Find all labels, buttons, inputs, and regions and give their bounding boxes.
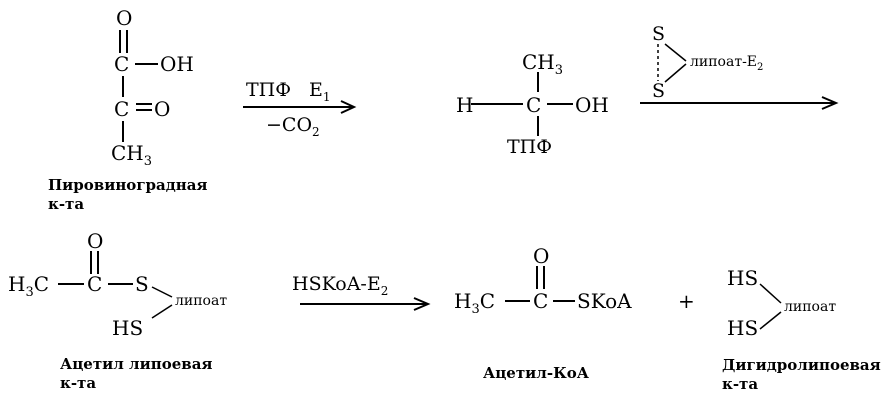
lipoate-sulfur-bottom: S [652,80,666,102]
acetyl-coa-skoa: SKoA [577,289,632,313]
plus-sign: + [678,289,695,313]
arrow-1-reagent-tpf: ТПФ [246,79,292,101]
lipoate-ring-upper-edge [664,43,687,62]
acetyl-coa-methyl: H3C [454,289,496,317]
intermediate-hydroxyl: OH [575,93,609,117]
pyruvate-oxygen: O [116,6,133,30]
intermediate-carbon: C [526,93,542,117]
intermediate-tpf: ТПФ [507,136,553,158]
pyruvate-caption-line-2: к-та [48,195,85,213]
lipoate-enzyme-label: липоат-E2 [690,54,764,73]
dihydrolipoic-lower-bond [759,311,782,330]
intermediate-hydrogen: H [456,93,474,117]
acetyl-lipoic-thiol: HS [112,316,144,340]
lipoate-sulfur-top: S [652,23,666,45]
arrow-1-minus-co2: −CO2 [266,114,320,139]
arrow-3-head [413,297,431,311]
pyruvate-keto-oxygen: O [154,97,171,121]
pyruvate-carboxyl-carbon: C [114,52,130,76]
acetyl-lipoic-caption-line-1: Ацетил липоевая [60,355,213,373]
acetyl-lipoic-lipoat: липоат [175,293,228,309]
dihydrolipoic-upper-bond [759,283,782,304]
pyruvate-keto-carbon: C [114,97,130,121]
arrow-1-enzyme: E1 [309,79,331,104]
dihydrolipoic-lipoat: липоат [784,299,837,315]
intermediate-methyl: CH3 [522,50,564,78]
arrow-1-head [340,100,357,114]
dihydrolipoic-thiol-bottom: HS [727,316,759,340]
pyruvate-caption-line-1: Пировиноградная [48,176,208,194]
dihydrolipoic-caption-line-1: Дигидролипоевая [722,356,881,374]
acetyl-coa-caption: Ацетил-КоА [483,364,589,382]
dihydrolipoic-caption-line-2: к-та [722,375,759,393]
acetyl-lipoic-oxygen: O [87,229,104,253]
pyruvate-methyl: CH3 [111,141,153,169]
acetyl-lipoic-hs-lipoat-bond [151,304,173,319]
acetyl-coa-oxygen: O [533,244,550,268]
dihydrolipoic-thiol-top: HS [727,266,759,290]
arrow-2-head [821,96,839,110]
acetyl-lipoic-caption-line-2: к-та [60,374,97,392]
acetyl-coa-carbonyl-carbon: C [533,289,549,313]
acetyl-lipoic-methyl: H3C [8,272,50,300]
pyruvate-hydroxyl: OH [160,52,194,76]
arrow-3-reagent: HSKoA-E2 [292,273,389,298]
acetyl-lipoic-s-lipoat-bond [151,286,173,298]
acetyl-lipoic-sulfur: S [135,272,149,296]
lipoate-ring-lower-edge [664,63,687,83]
acetyl-lipoic-carbonyl-carbon: C [87,272,103,296]
